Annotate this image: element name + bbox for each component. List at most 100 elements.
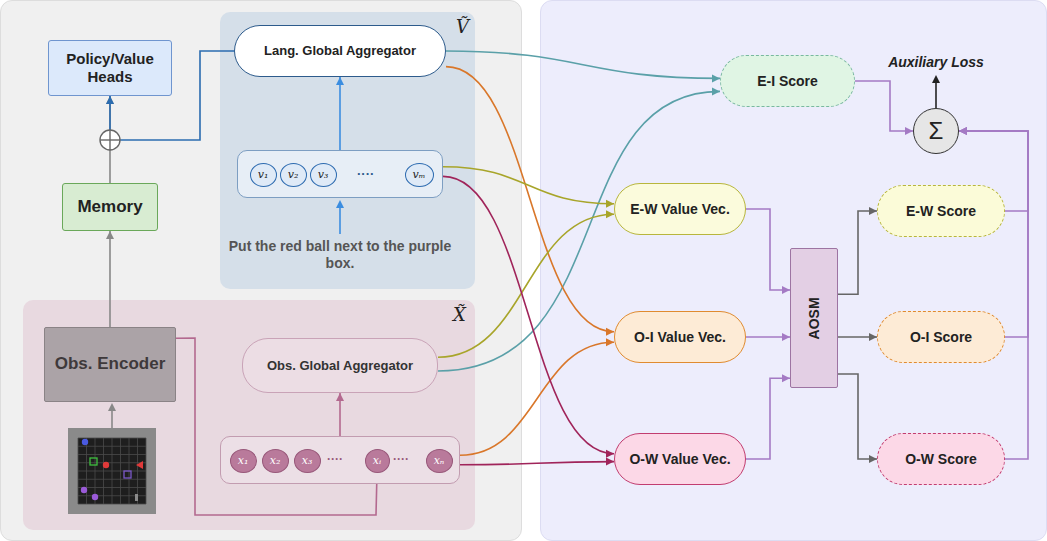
connector-line <box>460 462 614 465</box>
node-text: ···· <box>393 452 409 466</box>
observation-panel: X̃Obs. EncoderObs. Global Aggregator····… <box>23 300 475 530</box>
token-circle: v₁ <box>250 163 277 187</box>
node-text: Put the red ball next to the purple box. <box>220 238 460 272</box>
arrowhead <box>606 328 614 336</box>
connector <box>106 231 114 327</box>
module-box: AOSM <box>790 248 838 388</box>
node-text: x₃ <box>302 454 313 467</box>
node-text: Lang. Global Aggregator <box>264 43 416 59</box>
arrowhead <box>712 87 720 95</box>
connector <box>855 81 913 135</box>
connector <box>446 67 614 336</box>
arrowhead <box>606 458 614 466</box>
arrowhead <box>106 231 114 239</box>
token-circle: x₃ <box>294 449 321 473</box>
node-text: Policy/Value Heads <box>49 50 171 86</box>
loss-label: Auxiliary Loss <box>880 54 992 70</box>
token-circle: v₂ <box>280 163 307 187</box>
arrowhead <box>869 207 877 215</box>
arrowhead <box>869 333 877 341</box>
arrowhead <box>106 96 114 104</box>
node-text: v₁ <box>258 168 269 181</box>
connector <box>460 338 614 455</box>
connector-line <box>746 209 790 290</box>
panel-ground <box>23 300 475 530</box>
language-panel: Ṽ Put the red ball next to the purple bo… <box>220 12 475 289</box>
arrowhead <box>932 75 940 83</box>
node-text: xᵢ <box>373 454 381 467</box>
output-box: Policy/Value Heads <box>48 40 172 96</box>
arrowhead <box>712 74 720 82</box>
node-text: Memory <box>77 197 142 217</box>
token-row: ···· v₁ v₂ v₃ vₘ <box>237 150 443 198</box>
grid-line <box>78 479 146 480</box>
arrowhead <box>606 210 614 218</box>
score-box: E-I Score <box>720 55 855 107</box>
arrowhead <box>606 450 614 458</box>
connector <box>443 176 614 457</box>
connector-line <box>838 211 877 294</box>
arrowhead <box>336 77 344 85</box>
score-box: O-W Score <box>877 433 1005 485</box>
node-text: X̃ <box>453 304 466 326</box>
connector-line <box>339 77 341 150</box>
node-text: v₂ <box>288 168 299 181</box>
grid-floor <box>78 438 146 504</box>
node-text: vₘ <box>413 168 426 181</box>
green-box <box>90 458 97 465</box>
connector <box>746 209 790 294</box>
node-text: AOSM <box>806 297 823 339</box>
purple-box <box>124 471 131 478</box>
arrowhead <box>959 127 967 135</box>
token-circle: v₃ <box>310 163 337 187</box>
connector-line <box>460 342 614 455</box>
sum-circle <box>100 130 120 150</box>
connector <box>746 374 790 459</box>
node-text: x₂ <box>270 454 281 467</box>
node-text: O-I Value Vec. <box>634 329 726 346</box>
node-text: ···· <box>357 166 374 182</box>
node-text: O-W Score <box>905 451 977 468</box>
sum-node: Σ <box>913 108 959 154</box>
connector-line <box>446 67 614 332</box>
blue-ball <box>82 439 88 445</box>
grid-lines <box>78 438 146 504</box>
connector <box>443 167 614 208</box>
connector <box>838 207 877 294</box>
grid-line <box>78 487 146 488</box>
connector <box>838 374 877 463</box>
arrowhead <box>905 127 913 135</box>
connector <box>336 393 344 436</box>
node-text: xₙ <box>434 454 445 467</box>
instruction-arrow <box>339 208 341 234</box>
arrowhead <box>336 200 344 208</box>
red-ball <box>103 462 109 468</box>
arrowhead <box>782 374 790 382</box>
node-text: x₁ <box>238 454 249 467</box>
node-text: O-W Value Vec. <box>629 451 730 468</box>
score-box: O-I Score <box>877 311 1005 363</box>
connector-line <box>855 81 913 131</box>
node-text: Σ <box>929 117 944 146</box>
node-text: E-W Value Vec. <box>630 201 730 218</box>
input-arrow <box>111 410 113 428</box>
arrowhead <box>606 338 614 346</box>
arrowhead <box>959 127 967 135</box>
token-circle: x₁ <box>230 449 257 473</box>
aggregator-box: Obs. Global Aggregator <box>242 338 438 393</box>
panel-ground <box>220 12 475 289</box>
node-text: v₃ <box>318 168 329 181</box>
sum-cross <box>109 130 110 150</box>
connector <box>446 51 720 82</box>
connector-line <box>446 51 720 78</box>
arrowhead <box>782 286 790 294</box>
node-text: Obs. Global Aggregator <box>267 358 413 374</box>
key <box>135 494 138 501</box>
node-text: Ṽ <box>456 16 469 38</box>
arrowhead <box>959 127 967 135</box>
node-text: ···· <box>327 452 343 466</box>
value-vector-box: O-I Value Vec. <box>614 311 746 363</box>
arrowhead <box>782 333 790 341</box>
arrowhead <box>606 200 614 208</box>
grid-frame <box>68 428 156 514</box>
